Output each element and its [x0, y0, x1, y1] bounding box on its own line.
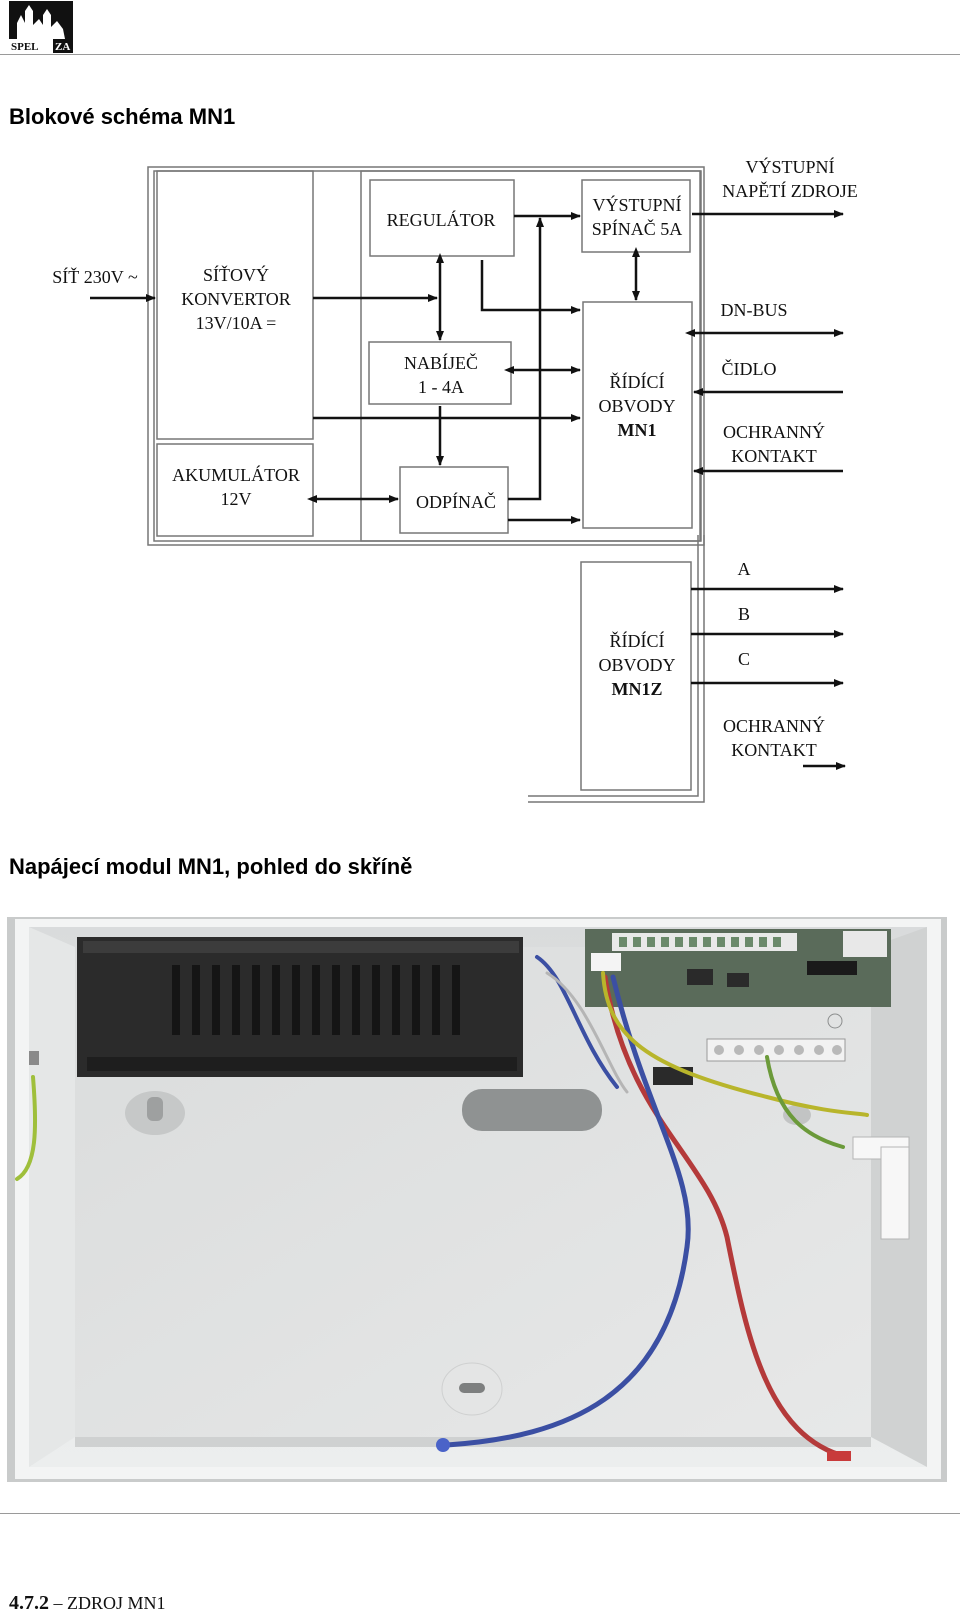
heading-block-diagram: Blokové schéma MN1 — [9, 104, 236, 129]
label-sitovy-3: 13V/10A = — [196, 313, 277, 333]
label-nabijec-1: NABÍJEČ — [404, 352, 478, 373]
label-ridici-3: MN1 — [618, 420, 657, 440]
label-kontakt-1: KONTAKT — [731, 446, 817, 466]
footer: 4.7.2 – ZDROJ MN1 — [9, 1592, 166, 1615]
label-odpinac: ODPÍNAČ — [416, 491, 496, 512]
label-ochranny-2: OCHRANNÝ — [723, 715, 825, 736]
label-mn1z-2: OBVODY — [598, 655, 675, 675]
label-sit: SÍŤ 230V ~ — [52, 266, 138, 287]
label-ridici-2: OBVODY — [598, 396, 675, 416]
label-kontakt-2: KONTAKT — [731, 740, 817, 760]
box-akumulator — [156, 443, 314, 537]
box-ridici-obvody-mn1 — [582, 301, 693, 529]
block-diagram: SÍŤ 230V ~ SÍŤOVÝ KONVERTOR 13V/10A = RE… — [52, 156, 858, 803]
label-mn1z-1: ŘÍDÍCÍ — [610, 630, 665, 651]
label-output-c: C — [738, 649, 750, 669]
box-ridici-obvody-mn1z — [580, 561, 692, 791]
label-output-b: B — [738, 604, 750, 624]
box-vystupni-spinac — [581, 179, 691, 253]
footer-section-number: 4.7.2 — [9, 1592, 49, 1614]
logo-text-za: ZA — [55, 41, 70, 53]
label-spinac-2: SPÍNAČ 5A — [592, 218, 683, 239]
label-regulator: REGULÁTOR — [387, 209, 496, 230]
label-nabijec-2: 1 - 4A — [418, 377, 464, 397]
label-sitovy-2: KONVERTOR — [181, 289, 291, 309]
footer-dash: – — [53, 1593, 63, 1613]
header-rule — [0, 54, 960, 55]
footer-rule — [0, 1513, 960, 1514]
heading-module-view: Napájecí modul MN1, pohled do skříně — [9, 854, 413, 879]
logo-text-spel: SPEL — [11, 41, 39, 53]
label-output-a: A — [738, 559, 751, 579]
label-vystupni-napeti-2: NAPĚTÍ ZDROJE — [722, 180, 858, 201]
label-vystupni-napeti-1: VÝSTUPNÍ — [745, 156, 834, 177]
label-ridici-1: ŘÍDÍCÍ — [610, 371, 665, 392]
label-cidlo: ČIDLO — [722, 358, 777, 379]
label-mn1z-3: MN1Z — [612, 679, 663, 699]
label-sitovy-1: SÍŤOVÝ — [203, 264, 269, 285]
spelza-logo: SPEL ZA — [9, 1, 73, 53]
enclosure-photo — [7, 917, 947, 1482]
footer-title: ZDROJ MN1 — [67, 1593, 166, 1613]
label-akumulator-1: AKUMULÁTOR — [172, 464, 300, 485]
label-dn-bus: DN-BUS — [720, 300, 787, 320]
label-spinac-1: VÝSTUPNÍ — [592, 194, 681, 215]
label-ochranny-1: OCHRANNÝ — [723, 421, 825, 442]
box-sitovy-konvertor — [156, 170, 314, 440]
label-akumulator-2: 12V — [221, 489, 252, 509]
